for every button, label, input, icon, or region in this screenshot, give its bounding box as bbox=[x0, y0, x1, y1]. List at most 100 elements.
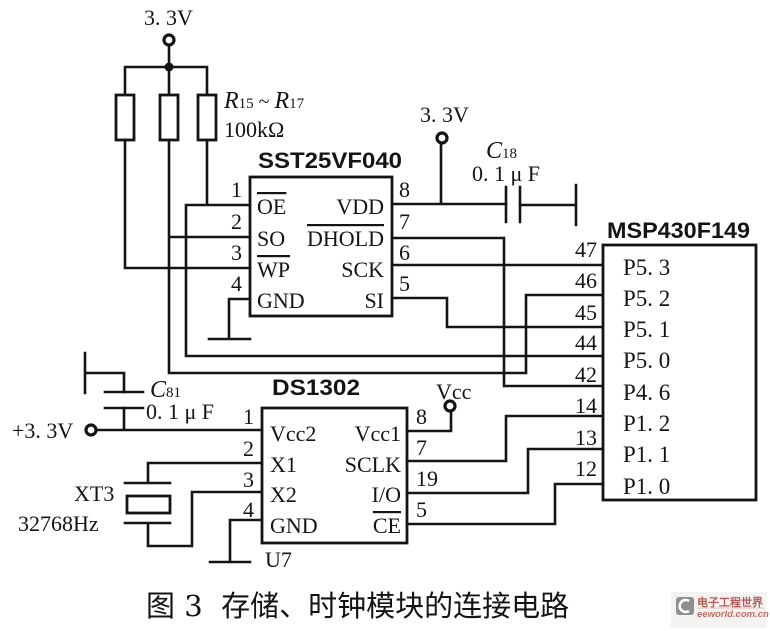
ds-pin-number: 3 bbox=[243, 467, 254, 492]
ds-pin-label-ce: CE bbox=[373, 513, 401, 538]
sst-pin-label-so: SO bbox=[257, 226, 285, 251]
msp-pin-label: P5. 2 bbox=[623, 286, 670, 311]
resistor-last-index: 17 bbox=[289, 96, 305, 112]
msp-pin-number: 46 bbox=[575, 268, 597, 293]
top-supply-label: 3. 3V bbox=[144, 5, 193, 30]
ds-pin-number: 19 bbox=[416, 466, 438, 491]
chip-sst25vf040: SST25VF040 1 2 3 4 OE SO WP GND VDD DHOL… bbox=[231, 148, 410, 318]
ds-pin-label-io: I/O bbox=[372, 482, 401, 507]
ds-chip-body bbox=[260, 406, 409, 545]
wire-sclk-to-p1-2 bbox=[405, 414, 605, 463]
msp-pin-number: 13 bbox=[575, 425, 597, 450]
watermark-domain: eeworld.com.cn bbox=[697, 609, 769, 620]
wire-vdd-supply bbox=[390, 141, 508, 206]
ds-pin-label-vcc2: Vcc2 bbox=[270, 421, 316, 446]
msp-pin-number: 47 bbox=[575, 237, 597, 262]
sst-pin-label-si: SI bbox=[364, 288, 384, 313]
sst-ground-symbol bbox=[207, 297, 252, 341]
wire-ce-to-p1-0 bbox=[405, 482, 605, 526]
ds-supply-label: +3. 3V bbox=[12, 418, 73, 443]
resistor-letter-first: R bbox=[223, 88, 239, 114]
msp-chip-name: MSP430F149 bbox=[607, 218, 750, 243]
sst-chip-body bbox=[248, 175, 394, 318]
c81-value: 0. 1 μ F bbox=[146, 399, 214, 424]
crystal-body bbox=[125, 494, 172, 515]
wire-so-to-p5-2 bbox=[167, 138, 605, 375]
supply-terminal-top bbox=[162, 33, 176, 47]
pullup-resistor-network: 3. 3V R15 ~ R17 100kΩ bbox=[114, 5, 305, 142]
ds-pin-label-sclk: SCLK bbox=[345, 452, 401, 477]
msp-pin-number: 45 bbox=[575, 300, 597, 325]
ds-pin-label-gnd: GND bbox=[270, 513, 318, 538]
ds-pin-label-x1: X1 bbox=[270, 452, 297, 477]
ds-pin-number: 7 bbox=[416, 435, 427, 460]
ds-pin-number: 2 bbox=[243, 436, 254, 461]
sst-pin-label-dhold: DHOLD bbox=[307, 226, 384, 251]
sst-pin-number: 8 bbox=[399, 177, 410, 202]
msp-pin-label: P1. 2 bbox=[623, 411, 670, 436]
c81-letter: C bbox=[150, 377, 167, 403]
resistor-first-index: 15 bbox=[239, 96, 254, 112]
c81-ground-symbol bbox=[83, 351, 126, 395]
figure-caption: 图 3 存储、时钟模块的连接电路 bbox=[146, 589, 569, 623]
wire-io-to-p1-1 bbox=[405, 447, 605, 495]
msp-pin-label: P1. 0 bbox=[623, 474, 670, 499]
supply-terminal-ds bbox=[84, 423, 98, 437]
sst-pin-number: 3 bbox=[231, 240, 242, 265]
junction-dot bbox=[164, 62, 174, 72]
c18-letter: C bbox=[486, 138, 503, 164]
supply-terminal-sst bbox=[435, 131, 449, 145]
chip-ds1302: DS1302 1 2 3 4 Vcc2 X1 X2 GND Vcc1 SCLK … bbox=[243, 375, 438, 572]
msp-pin-number: 12 bbox=[575, 456, 597, 481]
resistor-r16 bbox=[158, 93, 180, 142]
wire-dhold-to-p4-6 bbox=[390, 236, 605, 388]
ds-pin-label-vcc1: Vcc1 bbox=[355, 421, 401, 446]
ds-ground-symbol bbox=[208, 518, 264, 564]
wire-vcc1-supply bbox=[405, 409, 453, 433]
sst-pin-number: 4 bbox=[231, 271, 242, 296]
sst-pin-label-oe: OE bbox=[257, 194, 286, 219]
ds-pin-number: 5 bbox=[416, 497, 427, 522]
capacitor-c18 bbox=[504, 185, 522, 224]
sst-pin-number: 2 bbox=[231, 209, 242, 234]
sst-pin-number: 6 bbox=[399, 240, 410, 265]
msp-pin-number: 42 bbox=[575, 362, 597, 387]
ds-designator: U7 bbox=[265, 547, 292, 572]
crystal-frequency: 32768Hz bbox=[18, 511, 99, 536]
wire-si-to-p5-1 bbox=[390, 296, 605, 329]
c18-label: C18 bbox=[486, 138, 517, 164]
sst-pin-number: 7 bbox=[399, 209, 410, 234]
sst-pin-number: 1 bbox=[231, 177, 242, 202]
resistor-range-label: R15 ~ R17 bbox=[223, 88, 305, 114]
resistor-range-separator: ~ bbox=[254, 91, 275, 113]
msp-pin-label: P1. 1 bbox=[623, 442, 670, 467]
ds-chip-name: DS1302 bbox=[272, 375, 360, 400]
logo-c-glyph bbox=[678, 598, 690, 614]
resistor-r15 bbox=[114, 93, 136, 142]
ds-pin-label-x2: X2 bbox=[270, 482, 297, 507]
msp-pin-label: P5. 3 bbox=[623, 255, 670, 280]
sst-pin-label-sck: SCK bbox=[341, 257, 384, 282]
c81-index: 81 bbox=[166, 385, 181, 401]
ds-pin-number: 1 bbox=[243, 404, 254, 429]
c18-ground-symbol bbox=[518, 183, 578, 227]
ds-supply-and-decoupling: +3. 3V C81 0. 1 μ F bbox=[12, 351, 264, 443]
sst-supply-and-decoupling: 3. 3V C18 0. 1 μ F bbox=[390, 102, 578, 227]
sst-pin-label-gnd: GND bbox=[257, 288, 305, 313]
sst-pin-label-vdd: VDD bbox=[336, 194, 384, 219]
wire-ds-supply bbox=[94, 406, 264, 432]
sst-pin-label-wp: WP bbox=[257, 257, 290, 282]
wire-r15-to-wp bbox=[123, 138, 252, 270]
watermark-brand-cn: 电子工程世界 bbox=[697, 595, 763, 609]
msp-pin-label: P4. 6 bbox=[623, 380, 670, 405]
msp-chip-body bbox=[601, 243, 758, 502]
chip-msp430f149: MSP430F149 47 46 45 44 42 14 13 12 P5. 3… bbox=[575, 218, 758, 502]
msp-pin-label: P5. 0 bbox=[623, 348, 670, 373]
msp-pin-number: 44 bbox=[575, 330, 597, 355]
crystal-name: XT3 bbox=[74, 481, 114, 506]
msp-pin-label: P5. 1 bbox=[623, 317, 670, 342]
msp-pin-number: 14 bbox=[575, 393, 597, 418]
crystal-xt3: XT3 32768Hz bbox=[18, 461, 264, 548]
c81-label: C81 bbox=[150, 377, 181, 403]
